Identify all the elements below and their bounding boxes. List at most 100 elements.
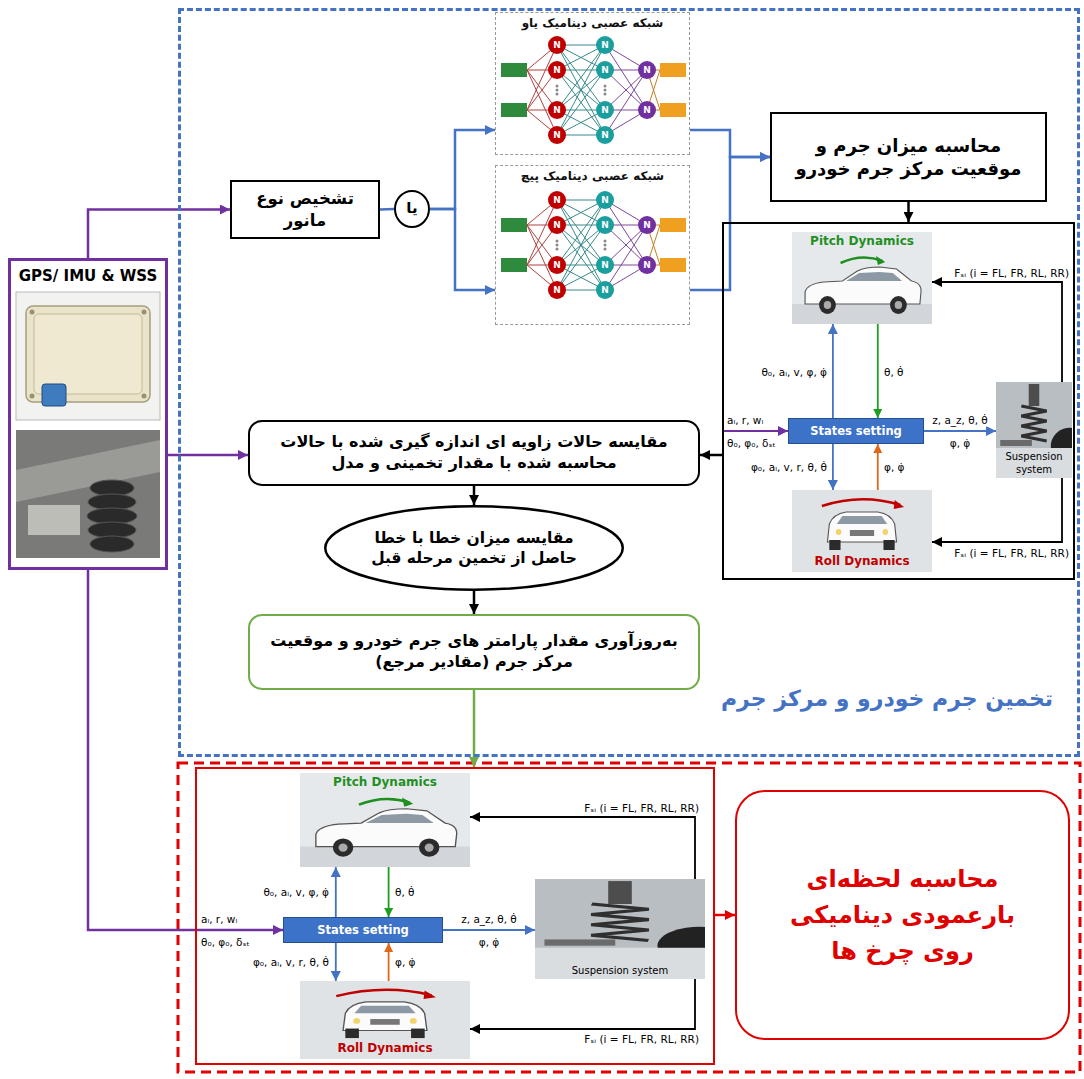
signal-label: φ₀, aₗ, v, r, θ, θ̇	[750, 461, 828, 474]
signal-label: θ₀, φ₀, δₛₜ	[200, 936, 251, 949]
node-text: Suspension system	[572, 964, 669, 977]
node-text: States setting	[317, 923, 409, 938]
pitch-dynamics-block: Pitch Dynamics	[792, 232, 932, 324]
gps-imu-photo	[16, 292, 160, 420]
neuron-label: N	[601, 40, 609, 50]
suspension-block: Suspension system	[996, 382, 1072, 478]
neural-network-box: شبکه عصبی دینامیک یاو	[495, 12, 690, 155]
decision-ellipse-outline	[324, 505, 624, 591]
node-text: مقایسه میزان خطا با خطا حاصل از تخمین مر…	[368, 528, 580, 568]
connector	[473, 591, 476, 614]
neural-network-box: شبکه عصبی دینامیک پیچ	[495, 165, 690, 325]
node-text: محاسبه لحظه‌ای بارعمودی دینامیکی روی چرخ…	[777, 861, 1028, 969]
signal-label: Fₛᵢ (i = FL, FR, RL, RR)	[953, 547, 1070, 560]
connector	[470, 817, 695, 879]
signal-label: aₗ, r, wₗ	[200, 913, 238, 926]
signal-label: θ₀, φ₀, δₛₜ	[726, 437, 777, 450]
wheel-speed-sensor-photo	[90, 536, 134, 552]
connector	[690, 130, 770, 157]
node-text: تشخیص نوع مانور	[238, 188, 372, 231]
car-side-picture	[300, 773, 470, 867]
node-text: مقایسه حالات زاویه ای اندازه گیری شده با…	[262, 432, 686, 474]
wheel-speed-sensor-photo	[16, 430, 160, 558]
neuron-label: N	[601, 285, 609, 295]
input-signal-line	[723, 430, 788, 432]
output-region	[178, 763, 1080, 1072]
connector	[832, 324, 834, 418]
car-front-picture	[792, 490, 932, 572]
neuron-label: N	[601, 220, 609, 230]
states-setting-block: States setting	[788, 418, 924, 444]
neuron-label: N	[553, 105, 561, 115]
connector	[715, 914, 735, 917]
output-box: محاسبه لحظه‌ای بارعمودی دینامیکی روی چرخ…	[735, 790, 1070, 1040]
decision-ellipse: مقایسه میزان خطا با خطا حاصل از تخمین مر…	[324, 505, 624, 591]
neuron-label: N	[553, 130, 561, 140]
neuron-label: N	[643, 260, 651, 270]
gps-imu-photo	[34, 314, 142, 394]
suspension-picture	[535, 879, 705, 979]
decision-ellipse-outline	[325, 506, 623, 590]
node-text: Roll Dynamics	[814, 554, 909, 570]
node-text: تخمین جرم خودرو و مرکز جرم	[721, 685, 1053, 714]
sensor-box: GPS/ IMU & WSS	[8, 258, 168, 570]
process-box: محاسبه میزان جرم و موقعیت مرکز جرم خودرو	[770, 112, 1047, 202]
signal-label: φ, φ̇	[949, 437, 972, 450]
neuron-label: N	[601, 195, 609, 205]
neuron-label: N	[601, 65, 609, 75]
connector	[877, 444, 879, 490]
signal-label: φ₀, aₗ, v, r, θ, θ̇	[252, 956, 330, 969]
connector	[388, 943, 390, 981]
neuron-label: N	[601, 105, 609, 115]
node-text: Pitch Dynamics	[810, 234, 914, 250]
roll-dynamics-block: Roll Dynamics	[300, 981, 470, 1059]
suspension-block: Suspension system	[535, 879, 705, 979]
signal-label: aₗ, r, wₗ	[726, 414, 764, 427]
signal-label: θ₀, aₗ, v, φ, φ̇	[760, 366, 828, 379]
signal-label: φ, φ̇	[883, 461, 906, 474]
neuron-label: N	[553, 40, 561, 50]
node-text: Suspension system	[997, 450, 1071, 476]
connector	[907, 202, 910, 222]
neuron-label: N	[553, 260, 561, 270]
car-side-picture	[792, 232, 932, 324]
node-text: States setting	[810, 424, 902, 439]
process-box: تشخیص نوع مانور	[230, 180, 380, 239]
region-panel: تخمین جرم خودرو و مرکز جرم شبکه عصبی دینا…	[178, 8, 1080, 757]
gps-imu-photo	[30, 394, 35, 399]
signal-label: Fₛᵢ (i = FL, FR, RL, RR)	[583, 1033, 700, 1046]
neuron-label: N	[601, 260, 609, 270]
suspension-picture	[996, 382, 1072, 478]
signal-label: θ, θ̇	[883, 366, 905, 379]
or-junction-outline	[395, 191, 429, 227]
connector	[700, 454, 722, 457]
connector	[470, 979, 695, 1029]
signal-label: z, a_z, θ, θ̇	[460, 913, 518, 926]
node-text: محاسبه میزان جرم و موقعیت مرکز جرم خودرو	[782, 134, 1035, 181]
connector	[473, 486, 476, 505]
connector	[877, 324, 879, 418]
pitch-dynamics-block: Pitch Dynamics	[300, 773, 470, 867]
connector	[932, 282, 1062, 382]
neuron-label: N	[643, 65, 651, 75]
connector	[932, 478, 1062, 542]
gps-imu-photo	[142, 310, 147, 315]
wheel-speed-sensor-photo	[16, 430, 160, 558]
connector	[388, 867, 390, 917]
neuron-label: N	[643, 105, 651, 115]
gps-imu-photo	[42, 384, 66, 406]
signal-label: Fₛᵢ (i = FL, FR, RL, RR)	[583, 802, 700, 815]
connector	[380, 208, 394, 211]
node-text: شبکه عصبی دینامیک یاو	[522, 16, 664, 32]
connector	[430, 130, 495, 209]
signal-label: z, a_z, θ, θ̇	[931, 414, 989, 427]
neuron-label: N	[643, 220, 651, 230]
connector	[924, 430, 996, 432]
connector	[430, 209, 495, 290]
neuron-label: N	[553, 220, 561, 230]
node-text: GPS/ IMU & WSS	[19, 267, 158, 287]
car-front-picture	[300, 981, 470, 1059]
node-text: Pitch Dynamics	[333, 775, 437, 791]
node-text: به‌روزآوری مقدار پارامتر های جرم خودرو و…	[262, 631, 686, 673]
gps-imu-photo	[142, 394, 147, 399]
